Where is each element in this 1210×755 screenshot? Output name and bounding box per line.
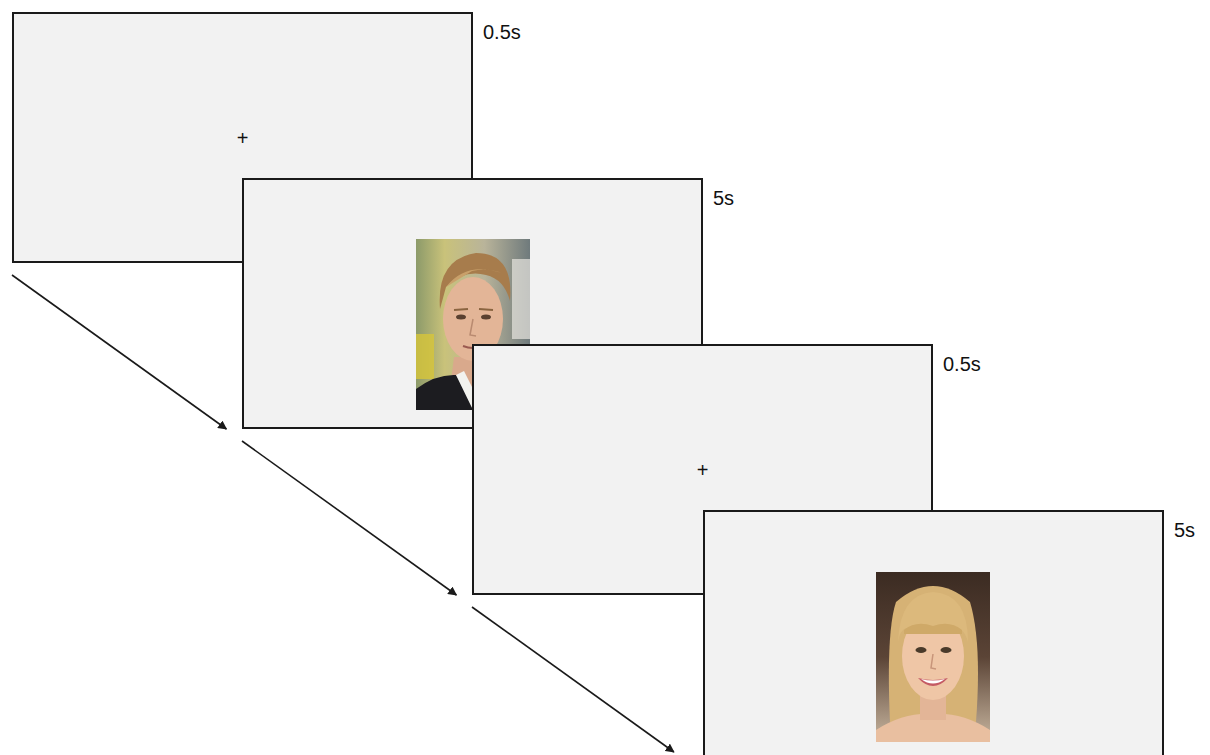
duration-label: 0.5s <box>943 354 981 374</box>
face-photo <box>876 572 990 742</box>
sequence-arrow <box>12 275 226 429</box>
duration-label: 5s <box>1174 520 1195 540</box>
fixation-cross: + <box>697 460 709 480</box>
duration-label: 0.5s <box>483 22 521 42</box>
sequence-arrow <box>242 441 456 595</box>
duration-label: 5s <box>713 188 734 208</box>
sequence-arrow <box>472 607 674 752</box>
fixation-cross: + <box>237 128 249 148</box>
stimulus-screen: 5s <box>703 510 1164 755</box>
